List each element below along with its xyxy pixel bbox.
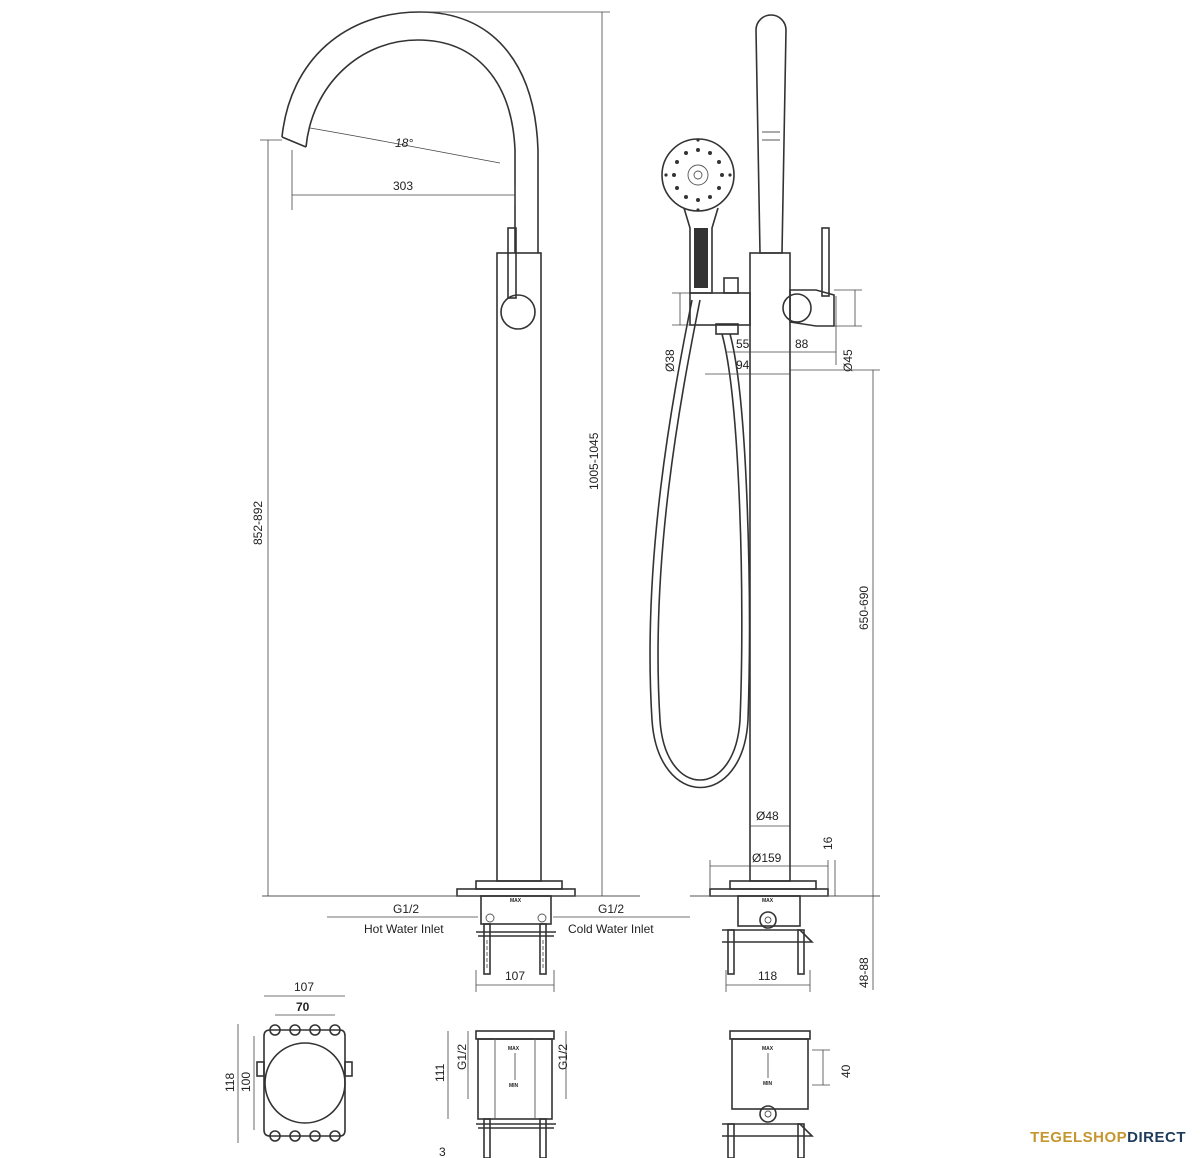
dim-16: 16 bbox=[821, 836, 835, 850]
side-max-mark: MAX bbox=[762, 898, 774, 904]
base-plate bbox=[456, 888, 576, 897]
bolt-right bbox=[537, 913, 547, 923]
side-view: MAX Ø38 55 94 88 Ø45 650-690 Ø48 Ø159 16 bbox=[649, 14, 880, 992]
cold-inlet-size: G1/2 bbox=[598, 902, 624, 916]
mounting-plate bbox=[263, 1029, 346, 1137]
box-g-left: G1/2 bbox=[455, 1044, 469, 1070]
plate-outer-height: 118 bbox=[223, 1073, 237, 1092]
plate-inner-width: 70 bbox=[296, 1000, 310, 1014]
box-side-min: MIN bbox=[763, 1081, 773, 1087]
side-mount-box bbox=[737, 895, 801, 927]
side-mount-bar bbox=[722, 929, 814, 943]
mount-leg-right bbox=[539, 923, 547, 975]
box-side-dim: 40 bbox=[839, 1064, 853, 1078]
total-height-label: 1005-1045 bbox=[587, 432, 601, 490]
shower-nozzles bbox=[664, 138, 732, 212]
dim-45: Ø45 bbox=[841, 349, 855, 372]
box-height: 111 bbox=[433, 1063, 447, 1082]
lever-knob bbox=[500, 294, 536, 330]
brand-part-1: TEGELSHOP bbox=[1030, 1129, 1128, 1146]
spout-tip bbox=[281, 136, 307, 148]
front-view: MAX 18° 303 852-892 1005-1045 G1/2 Hot W… bbox=[251, 11, 690, 992]
spout-height-label: 852-892 bbox=[251, 501, 265, 545]
dim-650: 650-690 bbox=[857, 586, 871, 630]
cut-label: 3 bbox=[439, 1145, 446, 1158]
angle-arc bbox=[309, 127, 501, 164]
dim-88: 88 bbox=[795, 337, 809, 351]
plate-inner-height: 100 bbox=[239, 1072, 253, 1092]
plate-outer-width: 107 bbox=[294, 980, 314, 994]
side-leg-right bbox=[797, 929, 805, 975]
box-body bbox=[477, 1038, 553, 1120]
front-max-mark: MAX bbox=[510, 898, 522, 904]
base-ring bbox=[475, 880, 563, 890]
spout-outer-curve bbox=[281, 11, 539, 253]
hand-shower-handle bbox=[683, 207, 719, 294]
plate-opening bbox=[264, 1042, 346, 1124]
dim-48: Ø48 bbox=[756, 809, 779, 823]
lever-handle bbox=[507, 227, 517, 299]
brand-logo: TEGELSHOPDIRECT bbox=[1030, 1129, 1186, 1146]
dim-38: Ø38 bbox=[663, 349, 677, 372]
reach-label: 303 bbox=[393, 179, 413, 193]
box-min-mark: MIN bbox=[509, 1083, 519, 1089]
box-front-view: MAX MIN 111 G1/2 G1/2 3 bbox=[433, 1030, 570, 1158]
side-body bbox=[749, 252, 791, 882]
side-leg-left bbox=[727, 929, 735, 975]
spout-inner-curve bbox=[305, 39, 516, 253]
side-base-plate bbox=[709, 888, 829, 897]
dim-159: Ø159 bbox=[752, 851, 782, 865]
mount-leg-left bbox=[483, 923, 491, 975]
plate-view: 107 70 118 100 bbox=[223, 980, 353, 1143]
side-lever bbox=[821, 227, 830, 297]
plate-holes bbox=[269, 1024, 341, 1142]
diverter-knob bbox=[723, 277, 739, 294]
box-max-mark: MAX bbox=[508, 1046, 520, 1052]
side-base-ring bbox=[729, 880, 817, 890]
dim-depth: 48-88 bbox=[857, 957, 871, 988]
faucet-body bbox=[496, 252, 542, 882]
bolt-left bbox=[485, 913, 495, 923]
angle-label: 18° bbox=[395, 136, 413, 150]
box-side-view: MAX MIN 40 bbox=[722, 1030, 853, 1158]
dim-55: 55 bbox=[736, 337, 750, 351]
cold-inlet-label: Cold Water Inlet bbox=[568, 922, 654, 936]
front-base-label: 107 bbox=[505, 969, 525, 983]
hot-inlet-size: G1/2 bbox=[393, 902, 419, 916]
shower-hose bbox=[657, 299, 743, 781]
box-g-right: G1/2 bbox=[556, 1044, 570, 1070]
side-spout bbox=[755, 14, 787, 254]
box-side-body bbox=[731, 1038, 809, 1110]
side-inlet bbox=[759, 911, 777, 929]
box-side-max: MAX bbox=[762, 1046, 774, 1052]
side-base-label: 118 bbox=[758, 969, 777, 983]
hot-inlet-label: Hot Water Inlet bbox=[364, 922, 444, 936]
mounting-box bbox=[480, 895, 552, 925]
dim-94: 94 bbox=[736, 358, 750, 372]
brand-part-2: DIRECT bbox=[1127, 1129, 1186, 1146]
